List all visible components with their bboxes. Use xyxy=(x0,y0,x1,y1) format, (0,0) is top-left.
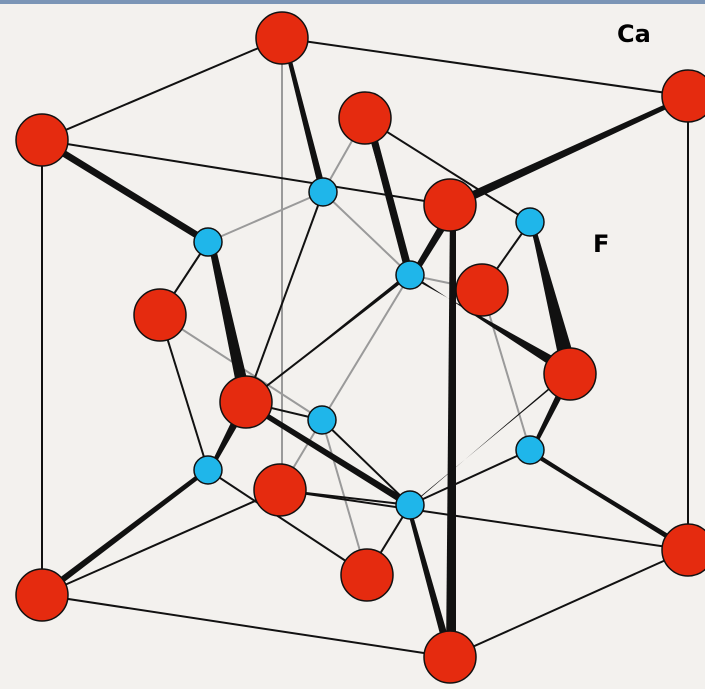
bond xyxy=(245,191,324,403)
back-bond xyxy=(207,191,324,243)
ca-center-top xyxy=(338,91,392,145)
ca-bottom-center xyxy=(340,548,394,602)
thick-bond xyxy=(246,400,410,509)
cube-edge xyxy=(279,489,689,551)
back-bond xyxy=(481,289,531,451)
thick-bond xyxy=(282,38,326,194)
cube-edge xyxy=(41,139,451,206)
thick-bond xyxy=(208,240,252,404)
ca-atoms xyxy=(15,11,705,684)
f-2 xyxy=(193,227,223,257)
calcium-label: Ca xyxy=(617,20,651,48)
bond xyxy=(364,117,531,223)
ca-front-center xyxy=(219,375,273,429)
f-1 xyxy=(308,177,338,207)
bond xyxy=(207,469,368,576)
f-4 xyxy=(395,260,425,290)
ca-top-left xyxy=(15,113,69,167)
ca-bottom-front xyxy=(423,630,477,684)
thick-bond xyxy=(406,505,454,657)
thick-bond xyxy=(42,136,208,246)
ca-bottom-left xyxy=(15,568,69,622)
bond xyxy=(321,419,411,506)
f-atoms xyxy=(193,177,545,520)
thick-bond xyxy=(410,370,570,505)
thick-bond xyxy=(365,118,414,276)
thick-bond xyxy=(530,450,688,552)
back-bond xyxy=(322,191,411,276)
bond xyxy=(409,449,531,506)
thick-bond xyxy=(410,273,574,376)
bond xyxy=(159,314,209,471)
f-6 xyxy=(515,435,545,465)
thick-bond xyxy=(446,205,456,657)
thick-bond xyxy=(42,468,208,599)
ca-bottom-back xyxy=(253,463,307,517)
f-7 xyxy=(193,455,223,485)
fluorine-label: F xyxy=(593,230,610,258)
f-8 xyxy=(395,490,425,520)
thick-bond xyxy=(530,222,578,374)
back-bond xyxy=(321,274,411,421)
ca-bottom-right xyxy=(661,523,705,577)
ca-center-face-top xyxy=(423,178,477,232)
cube-edge xyxy=(41,594,451,658)
f-5 xyxy=(307,405,337,435)
ca-top-back xyxy=(255,11,309,65)
ca-right-face xyxy=(543,347,597,401)
cube-edge xyxy=(41,489,281,596)
f-3 xyxy=(515,207,545,237)
ca-left-face xyxy=(133,288,187,342)
ca-center-right-face xyxy=(455,263,509,317)
ca-top-right xyxy=(661,69,705,123)
thick-bond xyxy=(448,94,690,208)
cube-edge xyxy=(281,37,689,97)
cube-edge xyxy=(41,37,283,141)
cube-edge xyxy=(449,549,689,658)
top-accent-bar xyxy=(0,0,705,4)
